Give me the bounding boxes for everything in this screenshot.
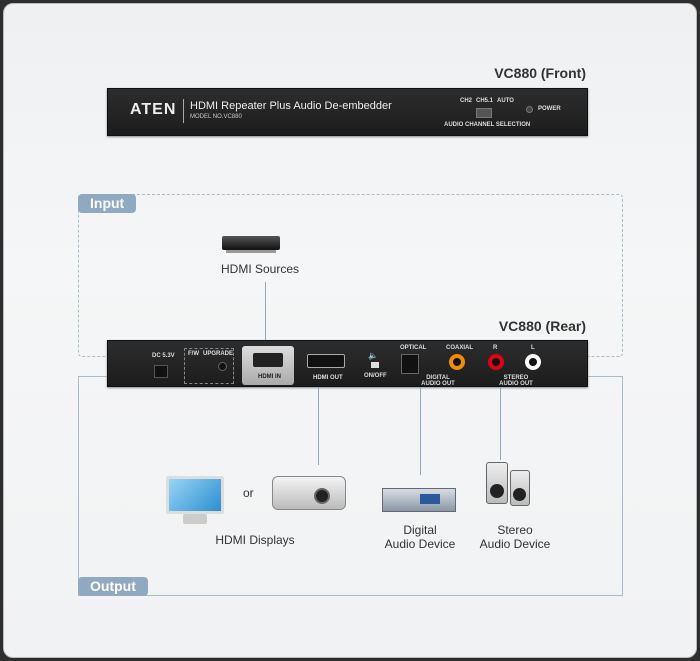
digital-audio-caption: Digital Audio Device bbox=[365, 523, 475, 551]
audio-channel-switch[interactable] bbox=[476, 108, 492, 118]
fw-upgrade-area bbox=[184, 348, 234, 384]
optical-port[interactable] bbox=[401, 354, 419, 374]
monitor-icon bbox=[166, 476, 224, 514]
left-audio-port[interactable] bbox=[525, 354, 541, 370]
product-name: HDMI Repeater Plus Audio De-embedder bbox=[190, 100, 392, 112]
hdmi-displays-caption: HDMI Displays bbox=[215, 533, 295, 547]
digital-out-label: DIGITAL AUDIO OUT bbox=[421, 375, 455, 387]
hdmi-out-port[interactable] bbox=[307, 354, 345, 368]
right-audio-port[interactable] bbox=[488, 354, 504, 370]
hdmi-sources-caption: HDMI Sources bbox=[220, 262, 300, 276]
or-text: or bbox=[243, 486, 254, 500]
rear-panel: DC 5.3V F/W UPGRADE HDMI IN HDMI OUT 🔈 O… bbox=[107, 340, 588, 387]
front-panel: ATEN HDMI Repeater Plus Audio De-embedde… bbox=[107, 88, 588, 136]
option-ch2: CH2 bbox=[460, 98, 473, 104]
switch-options: CH2 CH5.1 AUTO bbox=[460, 98, 514, 104]
hdmi-out-label: HDMI OUT bbox=[313, 375, 343, 381]
input-label: Input bbox=[78, 194, 137, 213]
coaxial-label: COAXIAL bbox=[446, 345, 473, 351]
rear-title: VC880 (Rear) bbox=[498, 318, 586, 334]
power-label: POWER bbox=[538, 106, 561, 112]
aten-logo: ATEN bbox=[130, 101, 177, 118]
coaxial-port[interactable] bbox=[449, 354, 465, 370]
dc-port[interactable] bbox=[154, 365, 168, 378]
r-label: R bbox=[493, 345, 498, 351]
power-led bbox=[526, 106, 533, 113]
hdmi-in-port[interactable] bbox=[253, 353, 283, 367]
speaker-icon: 🔈 bbox=[368, 351, 378, 360]
onoff-switch[interactable] bbox=[371, 362, 379, 368]
model-number: MODEL NO.VC880 bbox=[190, 114, 242, 120]
hdmi-source-icon bbox=[222, 236, 280, 250]
switch-label: AUDIO CHANNEL SELECTION bbox=[444, 122, 531, 128]
front-title: VC880 (Front) bbox=[494, 65, 586, 81]
hdmi-in-label: HDMI IN bbox=[258, 374, 281, 380]
option-auto: AUTO bbox=[497, 98, 514, 104]
l-label: L bbox=[531, 345, 535, 351]
digital-line1: Digital bbox=[403, 523, 437, 537]
stereo-audio-caption: Stereo Audio Device bbox=[460, 523, 570, 551]
stereo-line1: Stereo bbox=[497, 523, 533, 537]
output-label: Output bbox=[78, 577, 148, 596]
fw-label: F/W bbox=[188, 351, 199, 357]
option-ch51: CH5.1 bbox=[476, 98, 494, 104]
projector-icon bbox=[272, 476, 346, 510]
stereo-line2: Audio Device bbox=[479, 537, 551, 551]
optical-label: OPTICAL bbox=[400, 345, 427, 351]
digital-line2: Audio Device bbox=[384, 537, 456, 551]
onoff-label: ON/OFF bbox=[364, 373, 387, 379]
fw-upgrade-port[interactable] bbox=[218, 362, 227, 371]
dc-label: DC 5.3V bbox=[152, 353, 175, 359]
output-box bbox=[78, 376, 623, 596]
digital-audio-device-icon bbox=[382, 488, 456, 512]
upgrade-label: UPGRADE bbox=[203, 351, 234, 357]
stereo-out-label: STEREO AUDIO OUT bbox=[499, 375, 533, 387]
